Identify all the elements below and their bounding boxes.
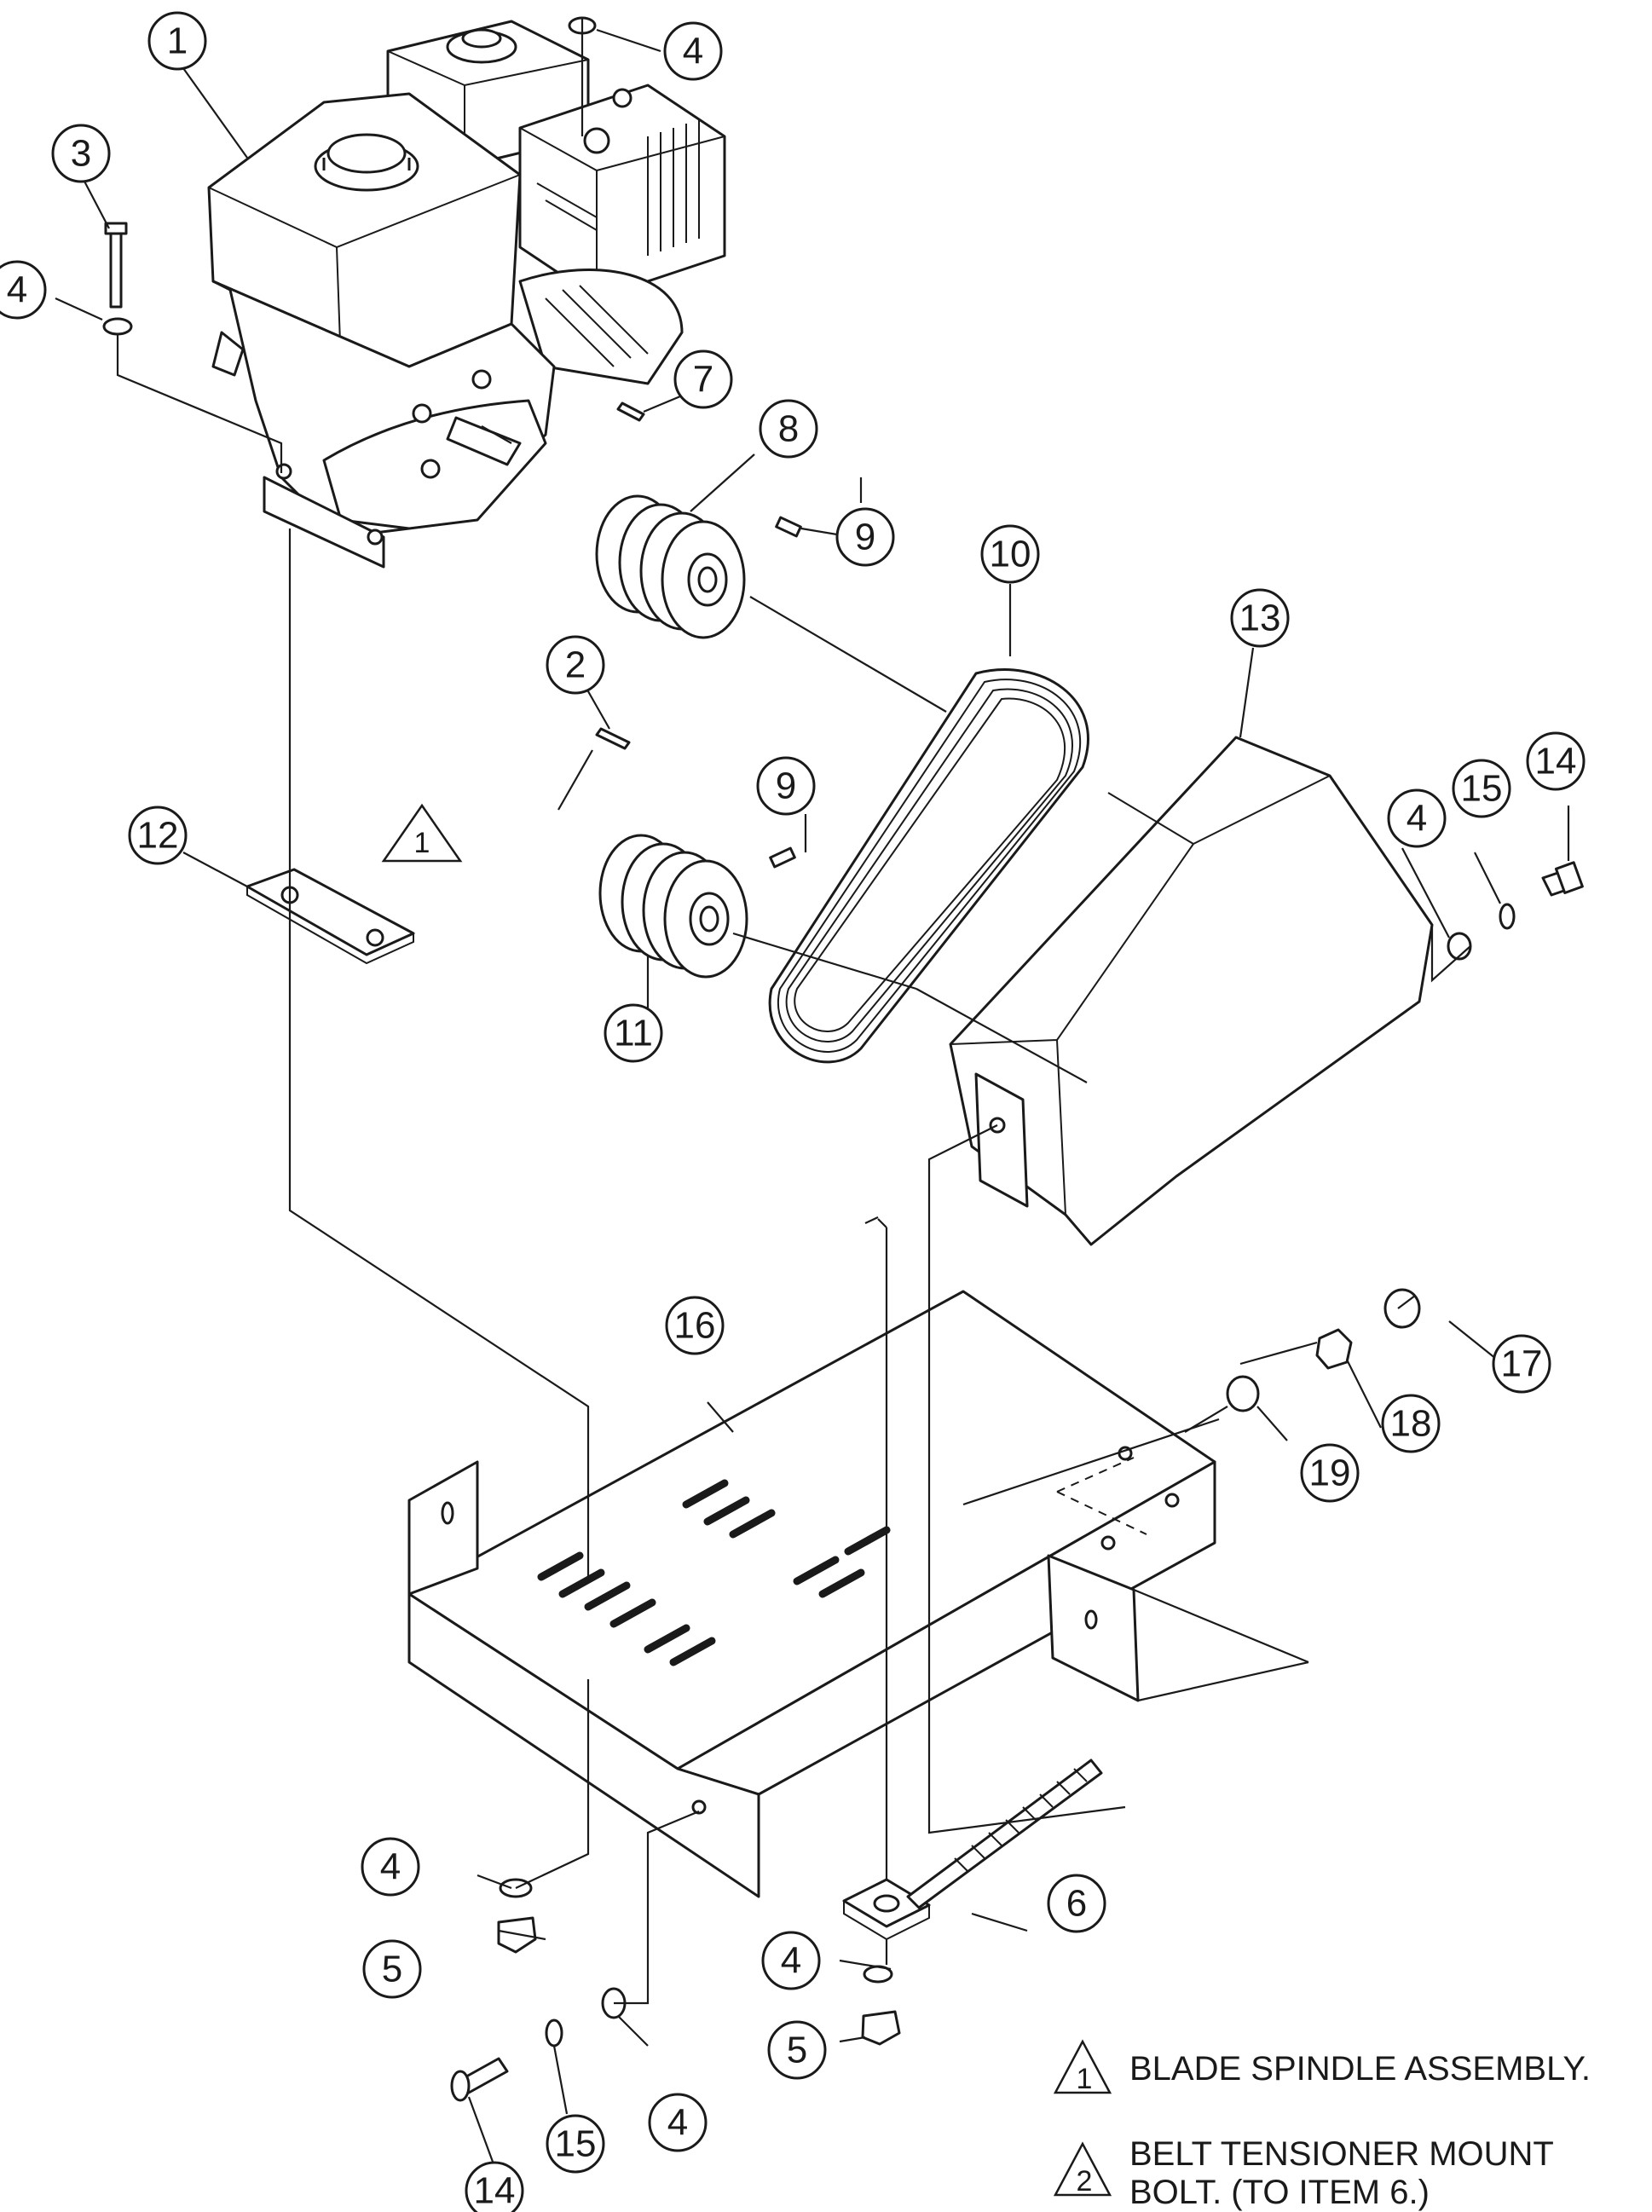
callout-4c: 4 [1387, 788, 1447, 848]
svg-text:4: 4 [7, 269, 27, 311]
callout-2: 2 [546, 635, 605, 695]
set-screw-lower [769, 846, 796, 869]
belt-guard [949, 736, 1434, 1246]
callout-17: 17 [1492, 1334, 1551, 1394]
callout-1: 1 [147, 11, 207, 71]
svg-text:4: 4 [683, 31, 703, 72]
note-2: 2 BELT TENSIONER MOUNT BOLT. (TO ITEM 6.… [1053, 2135, 1554, 2211]
callout-6: 6 [1047, 1874, 1106, 1933]
svg-text:4: 4 [380, 1846, 401, 1888]
callout-13: 13 [1230, 588, 1290, 648]
svg-text:10: 10 [990, 534, 1031, 575]
svg-text:8: 8 [778, 408, 799, 450]
hardware [102, 16, 1584, 2102]
svg-text:11: 11 [614, 1013, 653, 1054]
callout-3: 3 [51, 124, 111, 183]
svg-text:14: 14 [1535, 741, 1577, 783]
v-belt [768, 668, 1089, 1064]
set-screw-upper [775, 516, 802, 538]
svg-text:BOLT. (TO ITEM 6.): BOLT. (TO ITEM 6.) [1129, 2174, 1430, 2211]
svg-text:16: 16 [674, 1305, 716, 1347]
callout-12: 12 [128, 806, 188, 865]
callout-4e: 4 [648, 2093, 708, 2152]
svg-text:6: 6 [1066, 1883, 1087, 1925]
key-2 [595, 727, 631, 750]
callout-15b: 15 [546, 2114, 605, 2174]
callout-14a: 14 [1526, 731, 1586, 791]
hidden-lines [886, 1457, 1147, 1880]
svg-text:5: 5 [382, 1949, 402, 1990]
callout-19: 19 [1300, 1443, 1360, 1503]
reference-triangle-1: 1 [381, 803, 463, 863]
tray-slots [537, 1479, 891, 1666]
svg-text:14: 14 [474, 2170, 516, 2212]
callout-4a: 4 [663, 21, 723, 81]
cooling-fins [647, 119, 700, 256]
callout-9a: 9 [835, 507, 895, 567]
svg-text:4: 4 [667, 2102, 688, 2144]
callout-5a: 5 [362, 1939, 422, 1999]
callout-9b: 9 [756, 756, 816, 816]
svg-text:1: 1 [414, 827, 430, 859]
note-1: 1 BLADE SPINDLE ASSEMBLY. [1053, 2039, 1591, 2095]
svg-text:1: 1 [1077, 2063, 1093, 2095]
callout-4b: 4 [0, 260, 47, 320]
svg-text:2: 2 [1077, 2165, 1093, 2198]
callout-7: 7 [673, 349, 733, 409]
svg-text:15: 15 [555, 2123, 597, 2165]
callout-8: 8 [759, 399, 818, 459]
tensioner-bolt [842, 1759, 1103, 1941]
pulley-lower [598, 834, 748, 979]
svg-text:7: 7 [693, 359, 713, 401]
svg-text:9: 9 [855, 517, 875, 558]
callout-5b: 5 [767, 2020, 827, 2080]
callout-15a: 15 [1452, 759, 1511, 818]
svg-text:1: 1 [167, 20, 188, 62]
base-tray [407, 1290, 1216, 1898]
callout-4d: 4 [361, 1837, 420, 1897]
svg-text:12: 12 [137, 815, 179, 857]
key-7 [616, 401, 645, 422]
callout-18: 18 [1381, 1394, 1441, 1453]
callout-10: 10 [980, 524, 1040, 584]
svg-text:9: 9 [776, 765, 796, 807]
svg-text:3: 3 [71, 133, 91, 175]
callout-14b: 14 [465, 2161, 524, 2212]
callout-4f: 4 [761, 1931, 821, 1990]
svg-text:4: 4 [781, 1940, 801, 1982]
svg-text:18: 18 [1390, 1403, 1432, 1445]
callout-16: 16 [665, 1296, 725, 1355]
engine [207, 20, 726, 569]
svg-text:17: 17 [1501, 1343, 1543, 1385]
svg-text:19: 19 [1309, 1453, 1351, 1494]
svg-text:4: 4 [1407, 798, 1427, 840]
mount-plate [245, 868, 415, 965]
pulley-upper [595, 494, 746, 639]
svg-text:2: 2 [565, 644, 586, 686]
svg-text:13: 13 [1239, 598, 1281, 639]
svg-text:15: 15 [1461, 768, 1503, 810]
callout-11: 11 [604, 1003, 663, 1063]
svg-text:5: 5 [787, 2030, 807, 2071]
svg-text:BELT TENSIONER MOUNT: BELT TENSIONER MOUNT [1129, 2135, 1554, 2173]
svg-text:BLADE SPINDLE ASSEMBLY.: BLADE SPINDLE ASSEMBLY. [1129, 2050, 1591, 2088]
